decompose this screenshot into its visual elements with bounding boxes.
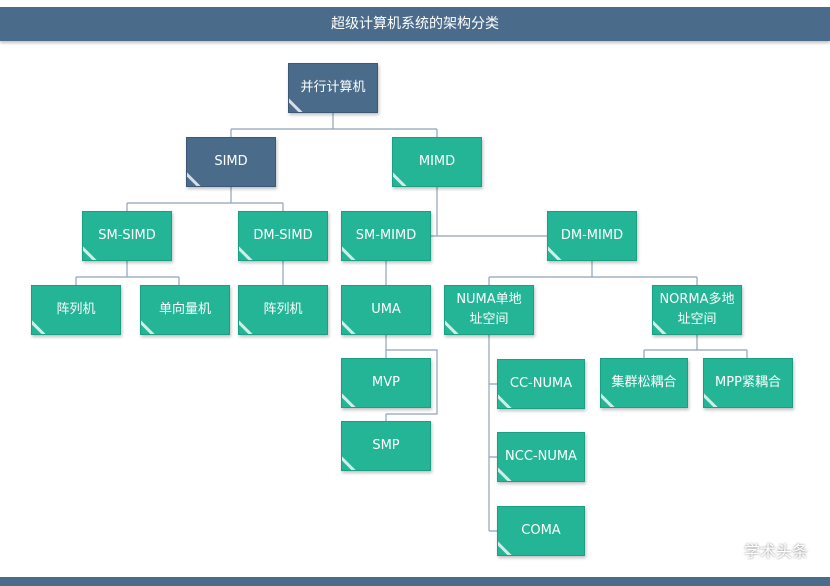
node-label: SM-MIMD [355, 228, 417, 243]
connector-norma [643, 335, 748, 358]
node-label: 并行计算机 [300, 80, 366, 95]
node-label: UMA [371, 302, 401, 317]
node-numa: NUMA单地址空间 [444, 285, 534, 335]
node-array-machine-2: 阵列机 [238, 285, 328, 335]
node-label: NUMA单地址空间 [456, 292, 522, 327]
diagram-title: 超级计算机系统的架构分类 [331, 16, 499, 32]
node-sm-simd: SM-SIMD [82, 211, 172, 261]
connector-sm-simd [75, 261, 180, 285]
node-label: MIMD [418, 154, 456, 169]
node-label: DM-SIMD [253, 228, 313, 243]
connector-simd [126, 187, 284, 211]
node-label: SMP [372, 438, 400, 453]
connector-mimd [431, 187, 549, 237]
node-label: SM-SIMD [98, 228, 156, 243]
node-label: DM-MIMD [560, 228, 624, 243]
node-ncc-numa: NCC-NUMA [497, 432, 585, 482]
wechat-icon [714, 540, 738, 558]
node-coma: COMA [497, 506, 585, 556]
node-label: CC-NUMA [509, 376, 573, 391]
node-mpp: MPP紧耦合 [703, 358, 793, 408]
node-uma: UMA [341, 285, 431, 335]
corner-stripe [342, 451, 374, 470]
node-label: COMA [521, 523, 561, 538]
node-label: SIMD [214, 154, 248, 169]
node-label: 单向量机 [158, 302, 211, 317]
node-vector-machine: 单向量机 [140, 285, 230, 335]
watermark: 学术头条 [714, 538, 808, 562]
connector-uma [385, 335, 438, 421]
node-cluster: 集群松耦合 [600, 358, 688, 408]
corner-stripe [342, 388, 374, 407]
node-label: NORMA多地址空间 [659, 292, 735, 327]
node-sm-mimd: SM-MIMD [341, 211, 431, 261]
node-mimd: MIMD [392, 137, 482, 187]
node-norma: NORMA多地址空间 [652, 285, 742, 335]
node-parallel-computer: 并行计算机 [288, 63, 378, 113]
node-label: MVP [372, 375, 400, 390]
node-label: 集群松耦合 [611, 375, 677, 390]
node-simd: SIMD [186, 137, 276, 187]
node-label: MPP紧耦合 [715, 375, 781, 390]
node-array-machine-1: 阵列机 [31, 285, 121, 335]
footer-bar [0, 577, 830, 586]
watermark-text: 学术头条 [743, 542, 808, 561]
node-dm-mimd: DM-MIMD [547, 211, 637, 261]
node-cc-numa: CC-NUMA [497, 359, 585, 409]
node-label: 阵列机 [263, 302, 303, 317]
connector-numa [488, 335, 497, 532]
connector-dm-mimd [488, 261, 698, 285]
node-mvp: MVP [341, 358, 431, 408]
corner-stripe [342, 315, 374, 334]
connector-root [230, 113, 438, 137]
node-label: NCC-NUMA [505, 449, 577, 464]
node-label: 阵列机 [56, 302, 96, 317]
node-smp: SMP [341, 421, 431, 471]
title-bar: 超级计算机系统的架构分类 [0, 7, 830, 41]
node-dm-simd: DM-SIMD [238, 211, 328, 261]
